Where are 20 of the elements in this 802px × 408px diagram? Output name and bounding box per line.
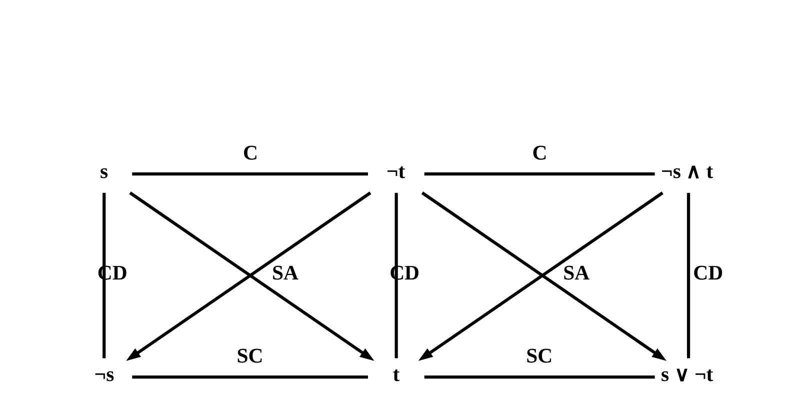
node-text: ¬t [386,161,405,184]
connector [102,192,106,358]
node-text: ¬s [94,364,114,386]
node-text: t [392,364,400,386]
connector [394,192,398,358]
edge-label: SC [236,346,263,368]
edge-label: SA [271,262,298,285]
connector [132,172,368,176]
node-text: s [99,161,108,184]
edge-label: CD [692,262,723,285]
node-text: ¬s ∧ t [660,161,713,184]
edge-label: C [242,142,258,164]
edge-label: SA [562,262,590,285]
node-text: s ∨ ¬t [660,364,713,386]
connector [132,375,368,379]
edge-label: SC [526,346,552,368]
edge-label: C [532,142,547,164]
connector [686,192,690,358]
connector [424,375,654,379]
connector [424,172,654,176]
